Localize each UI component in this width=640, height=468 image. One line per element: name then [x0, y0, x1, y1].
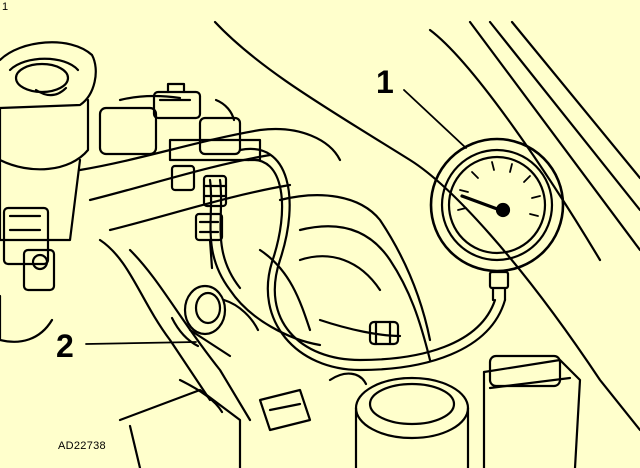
- bottom-components: [354, 354, 582, 468]
- intake-runners: [78, 127, 432, 422]
- fuel-rail: [318, 318, 402, 386]
- hood-panel-lines: [213, 20, 640, 432]
- callout-2-leader: [85, 341, 197, 345]
- callout-1-leader: [403, 89, 467, 149]
- callout-2-label: 2: [56, 328, 74, 364]
- corner-label: 1: [2, 1, 9, 13]
- callout-leaders: [85, 89, 467, 345]
- left-component-block: [0, 206, 56, 343]
- fuel-pressure-regulator: [170, 284, 260, 358]
- sensor-cluster: [98, 82, 262, 162]
- figure-reference-code: AD22738: [58, 440, 106, 452]
- bottom-left-bracket: [118, 378, 312, 468]
- pressure-gauge: [429, 137, 565, 302]
- hose-fittings: [170, 164, 228, 270]
- gauge-hose: [208, 147, 507, 372]
- coolant-reservoir: [0, 41, 97, 242]
- callout-1-label: 1: [376, 64, 394, 100]
